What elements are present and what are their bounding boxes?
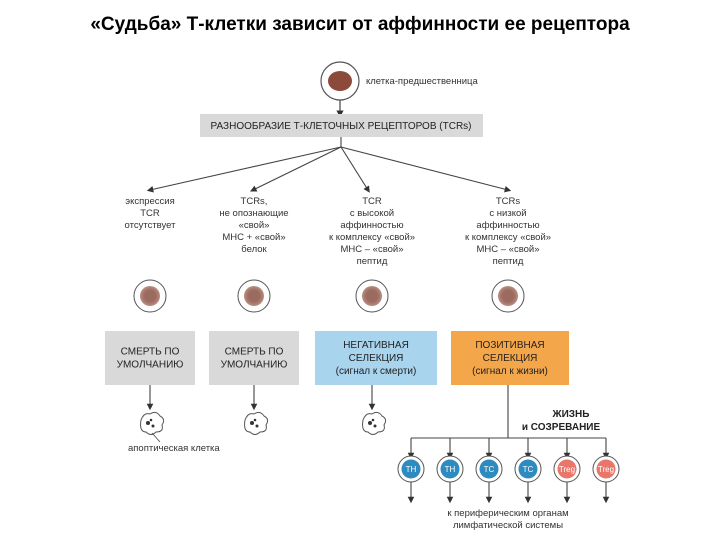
maturation-tree — [407, 385, 610, 504]
apoptotic-cell-2 — [244, 411, 269, 435]
outcome-4-line-3: (сигнал к жизни) — [472, 366, 548, 377]
branch-3-line-6: пептид — [357, 256, 388, 267]
mature-cell-label-3: TC — [484, 465, 495, 474]
mature-cell-4: TC — [514, 455, 542, 483]
mature-cell-3: TC — [475, 455, 503, 483]
mature-cell-label-4: TC — [523, 465, 534, 474]
branch-2-line-5: белок — [241, 244, 267, 255]
branch-3-line-4: к комплексу «свой» — [329, 232, 415, 243]
outcome-1-line-2: УМОЛЧАНИЮ — [117, 360, 184, 371]
branch-1-line-3: отсутствует — [125, 220, 177, 231]
branch-2-line-3: «свой» — [239, 220, 270, 231]
branch-cell-3 — [355, 279, 389, 313]
mature-cell-label-5: Treg — [559, 465, 575, 474]
periphery-label-1: к периферическим органам — [447, 508, 568, 519]
outcome-3-line-1: НЕГАТИВНАЯ — [343, 340, 409, 351]
life-label-1: ЖИЗНЬ — [552, 409, 590, 420]
branch-3-line-1: TCR — [362, 196, 382, 207]
mature-cell-label-2: TH — [445, 465, 456, 474]
outcome-box-3: НЕГАТИВНАЯ СЕЛЕКЦИЯ (сигнал к смерти) — [315, 331, 437, 385]
mature-cells: TH TH TC TC Treg Treg — [397, 455, 620, 483]
branch-3-line-2: с высокой — [350, 208, 394, 219]
branch-1-line-2: TCR — [140, 208, 160, 219]
svg-text:РАЗНООБРАЗИЕ Т-КЛЕТОЧНЫХ РЕЦЕП: РАЗНООБРАЗИЕ Т-КЛЕТОЧНЫХ РЕЦЕПТОРОВ (TCR… — [211, 121, 472, 132]
precursor-cell — [320, 61, 360, 101]
mature-cell-label-1: TH — [406, 465, 417, 474]
outcome-box-4: ПОЗИТИВНАЯ СЕЛЕКЦИЯ (сигнал к жизни) — [451, 331, 569, 385]
branch-4-line-6: пептид — [493, 256, 524, 267]
mature-cell-6: Treg — [592, 455, 620, 483]
branch-4-line-5: MHC – «свой» — [476, 244, 539, 255]
outcome-1-line-1: СМЕРТЬ ПО — [121, 347, 180, 358]
branch-2-line-4: MHC + «свой» — [222, 232, 285, 243]
apoptotic-cell-1 — [140, 411, 165, 435]
mature-cell-5: Treg — [553, 455, 581, 483]
branch-4-line-1: TCRs — [496, 196, 521, 207]
outcome-box-1: СМЕРТЬ ПО УМОЛЧАНИЮ — [105, 331, 195, 385]
outcome-2-line-2: УМОЛЧАНИЮ — [221, 360, 288, 371]
outcome-boxes: СМЕРТЬ ПО УМОЛЧАНИЮ СМЕРТЬ ПО УМОЛЧАНИЮ НЕГА… — [105, 331, 569, 385]
periphery-label-2: лимфатической системы — [453, 520, 563, 531]
branch-1-line-1: экспрессия — [125, 196, 175, 207]
apoptotic-cells — [140, 411, 387, 435]
branch-4-line-4: к комплексу «свой» — [465, 232, 551, 243]
apoptosis-arrows — [146, 385, 376, 411]
branch-cell-1 — [133, 279, 167, 313]
mature-cell-1: TH — [397, 455, 425, 483]
mature-cell-label-6: Treg — [598, 465, 614, 474]
outcome-box-2: СМЕРТЬ ПО УМОЛЧАНИЮ — [209, 331, 299, 385]
precursor-label: клетка-предшественница — [366, 76, 478, 87]
apoptotic-label: апоптическая клетка — [128, 443, 220, 454]
life-label-2: и СОЗРЕВАНИЕ — [522, 422, 601, 433]
branch-4-line-2: с низкой — [489, 208, 526, 219]
outcome-4-line-1: ПОЗИТИВНАЯ — [475, 340, 544, 351]
fan-lines — [146, 137, 512, 193]
outcome-2-line-1: СМЕРТЬ ПО — [225, 347, 284, 358]
branch-cell-2 — [237, 279, 271, 313]
branch-3-line-5: MHC – «свой» — [340, 244, 403, 255]
outcome-3-line-3: (сигнал к смерти) — [336, 366, 417, 377]
branch-cell-4 — [491, 279, 525, 313]
slide-title: «Судьба» Т-клетки зависит от аффинности … — [90, 14, 630, 35]
branch-2-line-2: не опознающие — [219, 208, 288, 219]
apoptotic-cell-3 — [362, 411, 387, 435]
outcome-4-line-2: СЕЛЕКЦИЯ — [483, 353, 538, 364]
tcr-diversity-box: РАЗНООБРАЗИЕ Т-КЛЕТОЧНЫХ РЕЦЕПТОРОВ (TCR… — [200, 114, 483, 137]
mature-cell-2: TH — [436, 455, 464, 483]
branch-3-line-3: аффинностью — [340, 220, 403, 231]
branch-2-line-1: TCRs, — [241, 196, 268, 207]
outcome-3-line-2: СЕЛЕКЦИЯ — [349, 353, 404, 364]
branch-4-line-3: аффинностью — [476, 220, 539, 231]
branch-cells — [133, 279, 525, 313]
